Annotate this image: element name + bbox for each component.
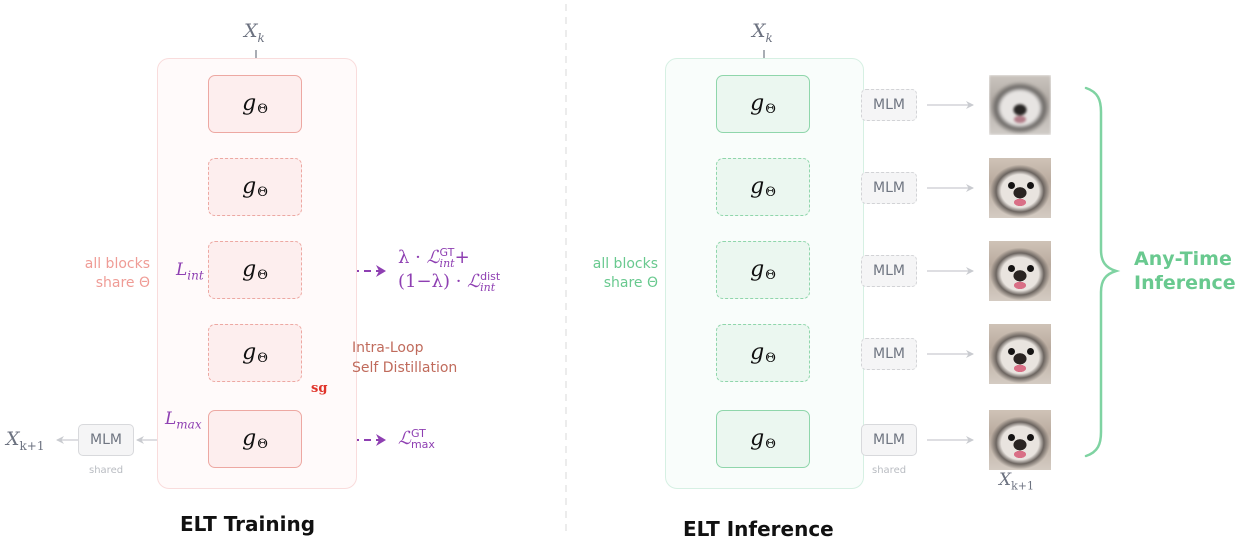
block-subscript: Θ xyxy=(257,351,268,366)
self-distillation-label: Intra-Loop Self Distillation xyxy=(352,338,457,378)
training-share-note: all blocks share Θ xyxy=(60,255,150,293)
loss-superscript: dist xyxy=(480,270,501,283)
training-block-5: gΘ xyxy=(208,410,302,468)
output-image-step-4 xyxy=(989,324,1051,384)
inference-block-2: gΘ xyxy=(716,158,810,216)
brace-label-line-2: Inference xyxy=(1134,272,1236,294)
output-image-step-1 xyxy=(989,75,1051,135)
inference-mlm-head-3: MLM xyxy=(861,255,917,287)
inference-mlm-head-2: MLM xyxy=(861,172,917,204)
tag-subscript: max xyxy=(176,417,202,432)
stop-gradient-label: sg xyxy=(311,381,328,396)
distill-label-line-1: Intra-Loop xyxy=(352,340,424,356)
output-image-step-3 xyxy=(989,241,1051,301)
brace-label-line-1: Any-Time xyxy=(1134,248,1232,270)
block-subscript: Θ xyxy=(765,351,776,366)
inference-mlm-head-5: MLM xyxy=(861,424,917,456)
mlm-label: MLM xyxy=(90,432,122,448)
inference-share-note: all blocks share Θ xyxy=(568,255,658,293)
training-block-1: gΘ xyxy=(208,75,302,133)
training-mlm-head: MLM xyxy=(78,424,134,456)
loss-subscript: int xyxy=(480,281,496,294)
block-subscript: Θ xyxy=(257,437,268,452)
inference-output-label: Xk+1 xyxy=(999,470,1034,492)
mlm-label: MLM xyxy=(873,97,905,113)
share-note-line-1: all blocks xyxy=(84,256,150,272)
training-input-label: Xk xyxy=(244,20,265,45)
block-subscript: Θ xyxy=(257,102,268,117)
tag-symbol: L xyxy=(165,409,177,429)
block-subscript: Θ xyxy=(765,102,776,117)
output-image-step-2 xyxy=(989,158,1051,218)
share-note-line-2: share Θ xyxy=(603,275,658,291)
output-subscript: k+1 xyxy=(19,438,45,453)
inference-block-4: gΘ xyxy=(716,324,810,382)
inference-mlm-shared-note: shared xyxy=(872,465,907,476)
block-subscript: Θ xyxy=(765,185,776,200)
inference-mlm-head-1: MLM xyxy=(861,89,917,121)
tag-symbol: L xyxy=(176,260,188,280)
loss-symbol: ℒ xyxy=(398,428,411,449)
any-time-inference-label: Any-Time Inference xyxy=(1134,247,1236,295)
tag-l-int: Lint xyxy=(176,260,204,282)
share-note-line-2: share Θ xyxy=(95,275,150,291)
any-time-brace xyxy=(1084,86,1121,458)
output-symbol: X xyxy=(6,428,20,450)
inference-input-label: Xk xyxy=(752,20,773,45)
mlm-label: MLM xyxy=(873,432,905,448)
block-subscript: Θ xyxy=(765,437,776,452)
inference-mlm-head-4: MLM xyxy=(861,338,917,370)
training-title: ELT Training xyxy=(180,512,316,536)
block-subscript: Θ xyxy=(257,268,268,283)
output-symbol: X xyxy=(999,470,1012,490)
block-label: g xyxy=(242,174,257,199)
inference-block-5: gΘ xyxy=(716,410,810,468)
training-block-2: gΘ xyxy=(208,158,302,216)
block-label: g xyxy=(750,426,765,451)
input-symbol: X xyxy=(752,20,766,42)
loss-plus: + xyxy=(454,247,470,268)
loss-subscript: max xyxy=(410,438,435,451)
distill-label-line-2: Self Distillation xyxy=(352,360,458,376)
input-subscript: k xyxy=(257,30,265,45)
block-label: g xyxy=(242,340,257,365)
loss-superscript: GT xyxy=(410,427,426,440)
block-subscript: Θ xyxy=(765,268,776,283)
input-subscript: k xyxy=(765,30,773,45)
block-subscript: Θ xyxy=(257,185,268,200)
tag-subscript: int xyxy=(187,268,204,283)
block-label: g xyxy=(750,257,765,282)
training-mlm-shared-note: shared xyxy=(89,465,124,476)
block-label: g xyxy=(242,257,257,282)
loss-superscript: GT xyxy=(439,246,455,259)
output-image-step-5 xyxy=(989,410,1051,470)
mlm-label: MLM xyxy=(873,263,905,279)
block-label: g xyxy=(750,340,765,365)
block-label: g xyxy=(750,174,765,199)
training-output-label: Xk+1 xyxy=(6,428,45,453)
loss-subscript: int xyxy=(439,257,455,270)
inference-title: ELT Inference xyxy=(683,517,834,541)
tag-l-max: Lmax xyxy=(165,409,202,431)
block-label: g xyxy=(242,426,257,451)
input-symbol: X xyxy=(244,20,258,42)
loss-symbol: ℒ xyxy=(467,271,481,292)
training-block-3: gΘ xyxy=(208,241,302,299)
inference-block-3: gΘ xyxy=(716,241,810,299)
share-note-line-1: all blocks xyxy=(592,256,658,272)
mlm-label: MLM xyxy=(873,180,905,196)
training-block-4: gΘ xyxy=(208,324,302,382)
loss-coef: (1−λ) · xyxy=(398,271,468,292)
loss-coef: λ · xyxy=(398,247,427,268)
inference-block-1: gΘ xyxy=(716,75,810,133)
mlm-label: MLM xyxy=(873,346,905,362)
output-subscript: k+1 xyxy=(1011,479,1034,493)
block-label: g xyxy=(750,91,765,116)
block-label: g xyxy=(242,91,257,116)
loss-symbol: ℒ xyxy=(426,247,440,268)
